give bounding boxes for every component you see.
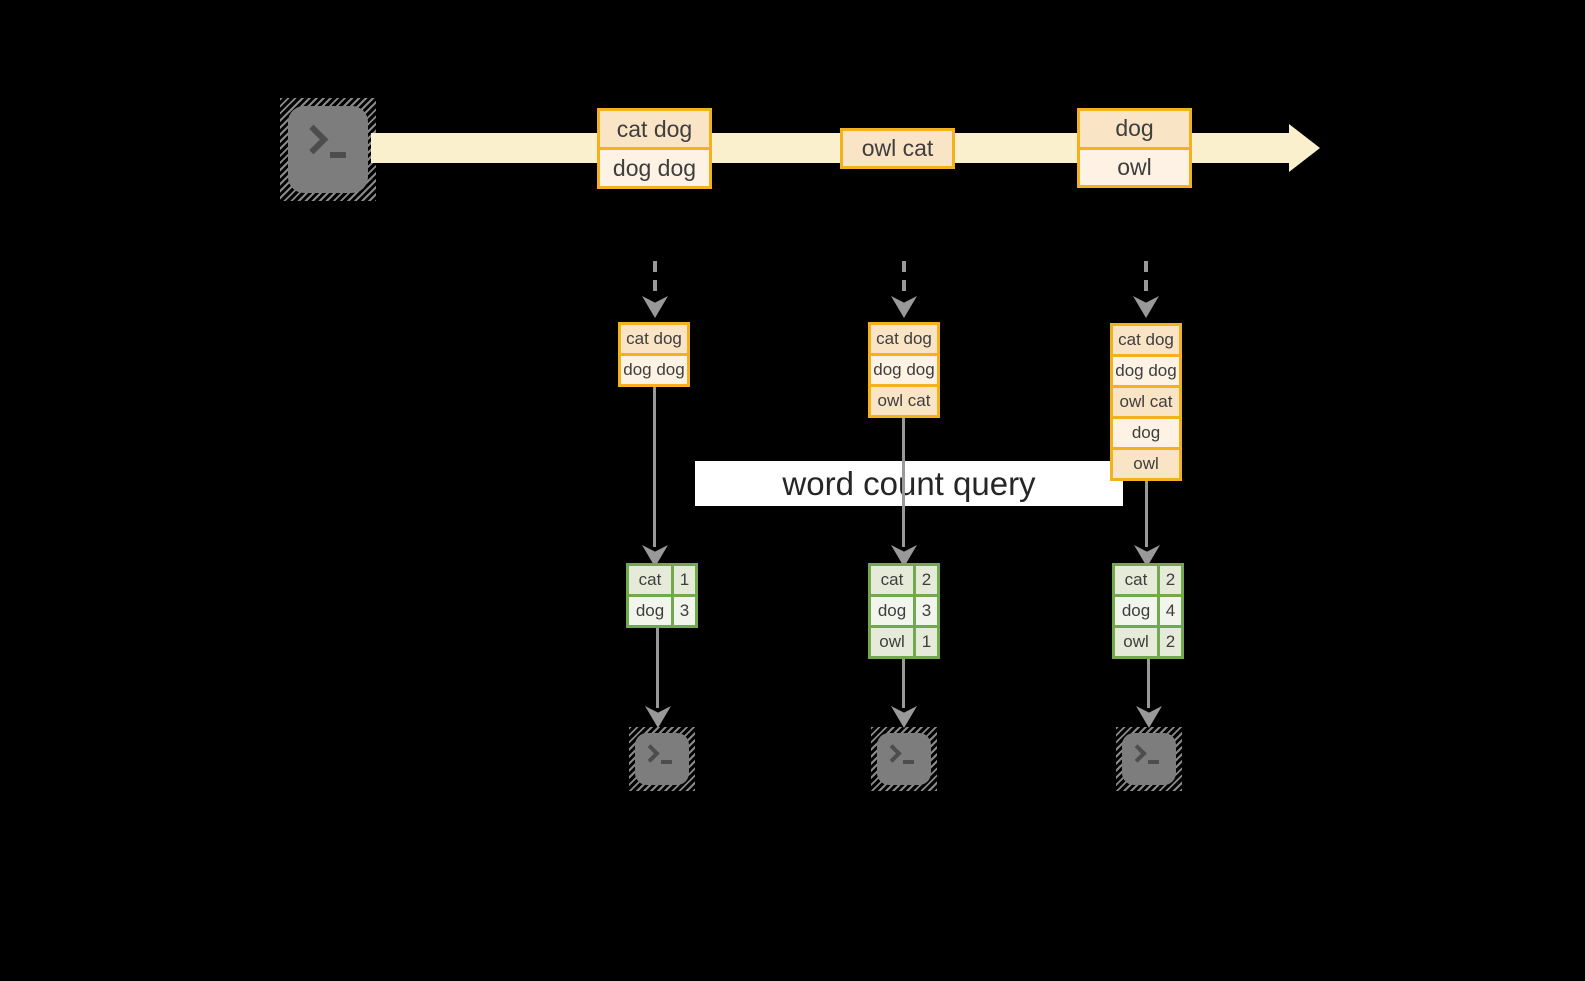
event-line: cat dog	[600, 111, 709, 147]
flow-arrow-line	[1145, 479, 1148, 547]
arrow-down-icon	[1136, 706, 1162, 728]
count-cell: 4	[1160, 597, 1181, 625]
result-row: dog 3	[629, 597, 695, 625]
terminal-screen	[877, 733, 931, 785]
count-cell: 2	[1160, 566, 1181, 594]
stream-event-box-1: cat dog dog dog	[597, 108, 712, 189]
count-cell: 2	[916, 566, 937, 594]
word-cell: dog	[871, 597, 913, 625]
event-line: dog	[1080, 111, 1189, 147]
input-table-1: cat dog dog dog	[618, 322, 690, 387]
query-banner: word count query	[695, 461, 1123, 506]
arrow-down-icon	[891, 296, 917, 318]
count-cell: 1	[674, 566, 695, 594]
flow-arrow-line	[653, 385, 656, 547]
input-table-2: cat dog dog dog owl cat	[868, 322, 940, 418]
stream-arrowhead-icon	[1289, 124, 1320, 172]
event-line: owl	[1080, 149, 1189, 185]
result-table-2: cat 2 dog 3 owl 1	[868, 563, 940, 659]
word-cell: owl	[1115, 628, 1157, 656]
output-terminal-icon-1	[629, 727, 695, 791]
prompt-chevron-icon	[641, 744, 660, 763]
input-row: owl cat	[1113, 388, 1179, 416]
word-cell: dog	[629, 597, 671, 625]
flow-arrow-line	[656, 628, 659, 708]
output-terminal-icon-2	[871, 727, 937, 791]
prompt-chevron-icon	[883, 744, 902, 763]
event-line: owl cat	[843, 131, 952, 166]
input-row: owl	[1113, 450, 1179, 478]
input-row: dog dog	[1113, 357, 1179, 385]
result-row: cat 2	[1115, 566, 1181, 594]
input-row: owl cat	[871, 387, 937, 415]
arrow-down-icon	[642, 296, 668, 318]
word-cell: dog	[1115, 597, 1157, 625]
result-row: dog 4	[1115, 597, 1181, 625]
prompt-chevron-icon	[1128, 744, 1147, 763]
event-line: dog dog	[600, 150, 709, 186]
result-row: owl 1	[871, 628, 937, 656]
prompt-cursor-icon	[330, 152, 346, 158]
input-row: dog	[1113, 419, 1179, 447]
count-cell: 3	[916, 597, 937, 625]
word-cell: cat	[1115, 566, 1157, 594]
result-row: cat 2	[871, 566, 937, 594]
prompt-chevron-icon	[298, 124, 329, 155]
result-table-3: cat 2 dog 4 owl 2	[1112, 563, 1184, 659]
word-cell: cat	[629, 566, 671, 594]
flow-arrow-line	[902, 416, 905, 547]
input-row: dog dog	[871, 356, 937, 384]
word-cell: cat	[871, 566, 913, 594]
stream-event-box-3: dog owl	[1077, 108, 1192, 188]
input-table-3: cat dog dog dog owl cat dog owl	[1110, 323, 1182, 481]
count-cell: 2	[1160, 628, 1181, 656]
prompt-cursor-icon	[661, 760, 672, 764]
arrow-down-icon	[891, 706, 917, 728]
count-cell: 1	[916, 628, 937, 656]
prompt-cursor-icon	[1148, 760, 1159, 764]
result-table-1: cat 1 dog 3	[626, 563, 698, 628]
terminal-screen	[288, 106, 368, 193]
result-row: cat 1	[629, 566, 695, 594]
flow-arrow-line	[902, 659, 905, 708]
word-cell: owl	[871, 628, 913, 656]
output-terminal-icon-3	[1116, 727, 1182, 791]
arrow-down-icon	[645, 706, 671, 728]
dashed-arrow	[1144, 261, 1148, 298]
result-row: dog 3	[871, 597, 937, 625]
stream-event-box-2: owl cat	[840, 128, 955, 169]
input-row: dog dog	[621, 356, 687, 384]
count-cell: 3	[674, 597, 695, 625]
prompt-cursor-icon	[903, 760, 914, 764]
flow-arrow-line	[1147, 659, 1150, 708]
input-row: cat dog	[871, 325, 937, 353]
dashed-arrow	[653, 261, 657, 298]
dashed-arrow	[902, 261, 906, 298]
query-banner-label: word count query	[782, 464, 1036, 502]
input-row: cat dog	[1113, 326, 1179, 354]
source-terminal-icon	[280, 98, 376, 201]
result-row: owl 2	[1115, 628, 1181, 656]
arrow-down-icon	[1133, 296, 1159, 318]
terminal-screen	[1122, 733, 1176, 785]
input-row: cat dog	[621, 325, 687, 353]
terminal-screen	[635, 733, 689, 785]
